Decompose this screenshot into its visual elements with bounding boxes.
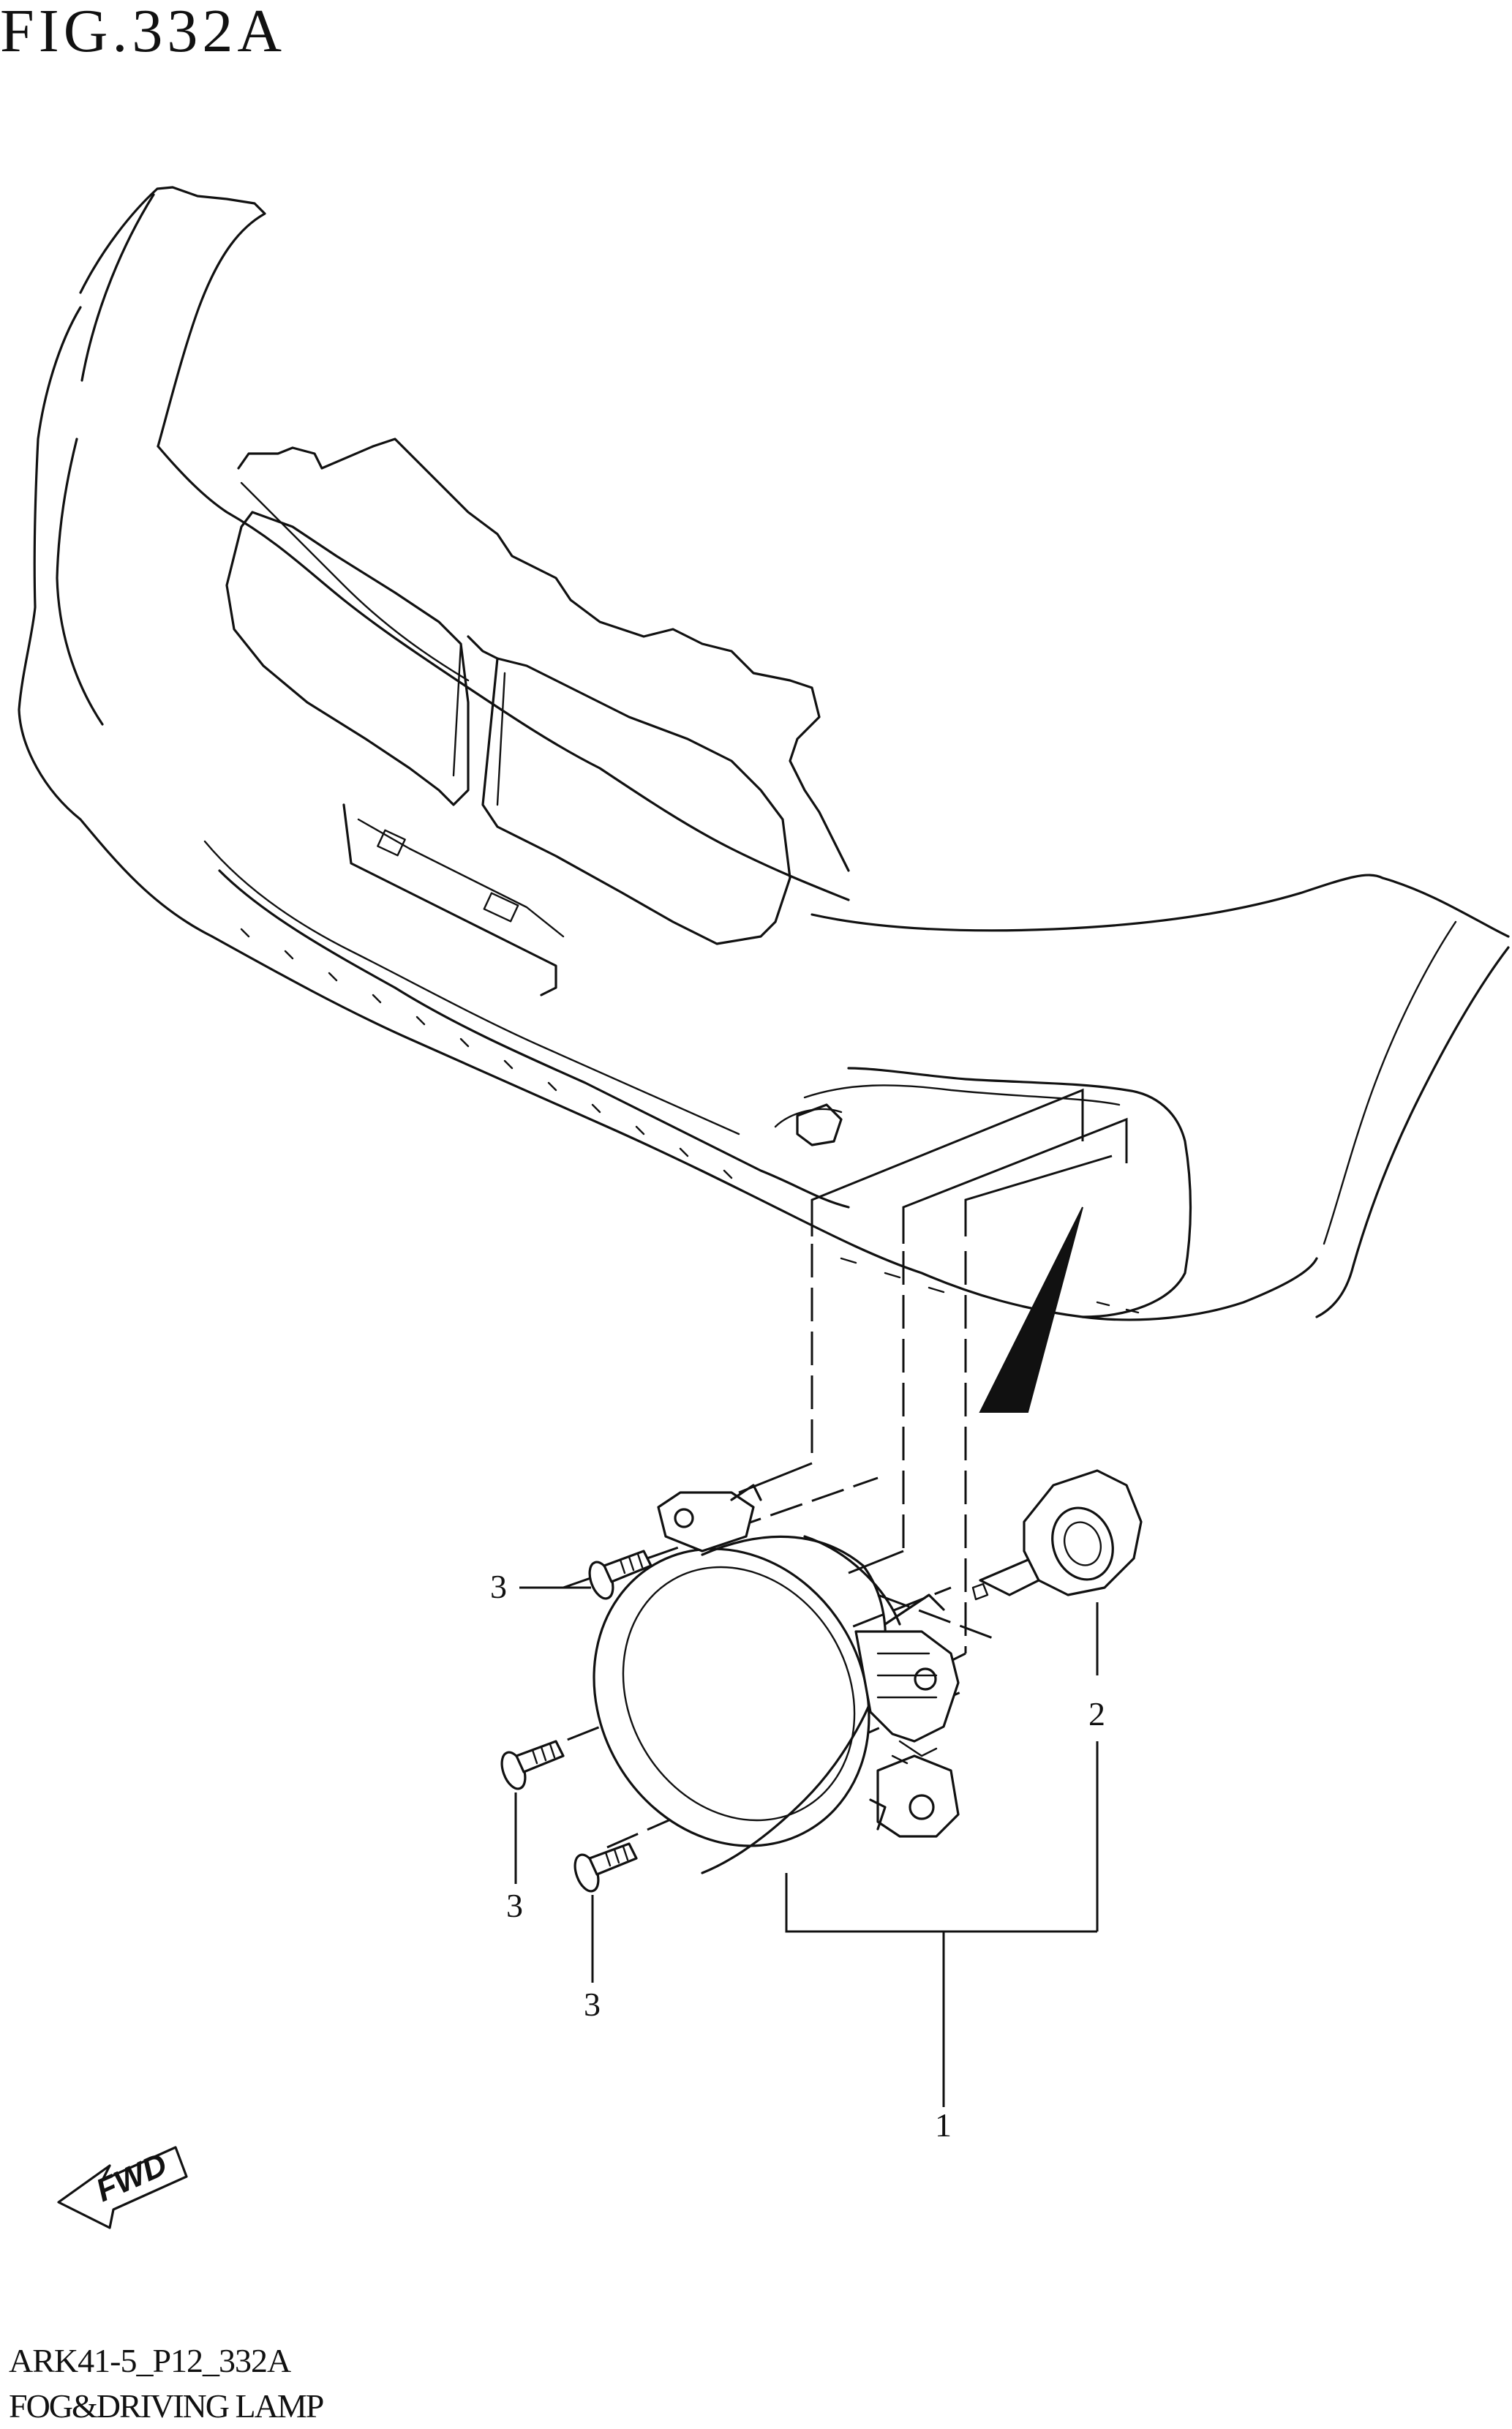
- front-bumper: [18, 186, 1510, 1321]
- figure-code: ARK41-5_P12_332A: [9, 2342, 291, 2379]
- figure-name: FOG&DRIVING LAMP: [9, 2387, 324, 2425]
- figure-title: FIG.332A: [0, 0, 287, 65]
- fog-lamp-assembly: [593, 1484, 960, 1874]
- callout-3-top: 3: [490, 1568, 507, 1605]
- callout-1: 1: [935, 2106, 952, 2144]
- fog-lamp-bulb: [971, 1469, 1143, 1601]
- screw-bottom: [573, 1842, 638, 1893]
- callout-2: 2: [1088, 1695, 1105, 1732]
- callout-3-bottom: 3: [584, 1986, 601, 2023]
- screw-left: [500, 1740, 565, 1790]
- callout-3-left: 3: [506, 1887, 523, 1924]
- screw-top: [588, 1550, 652, 1600]
- forward-arrow-icon: FWD: [57, 2146, 188, 2229]
- callout-lines: [514, 1586, 1099, 2107]
